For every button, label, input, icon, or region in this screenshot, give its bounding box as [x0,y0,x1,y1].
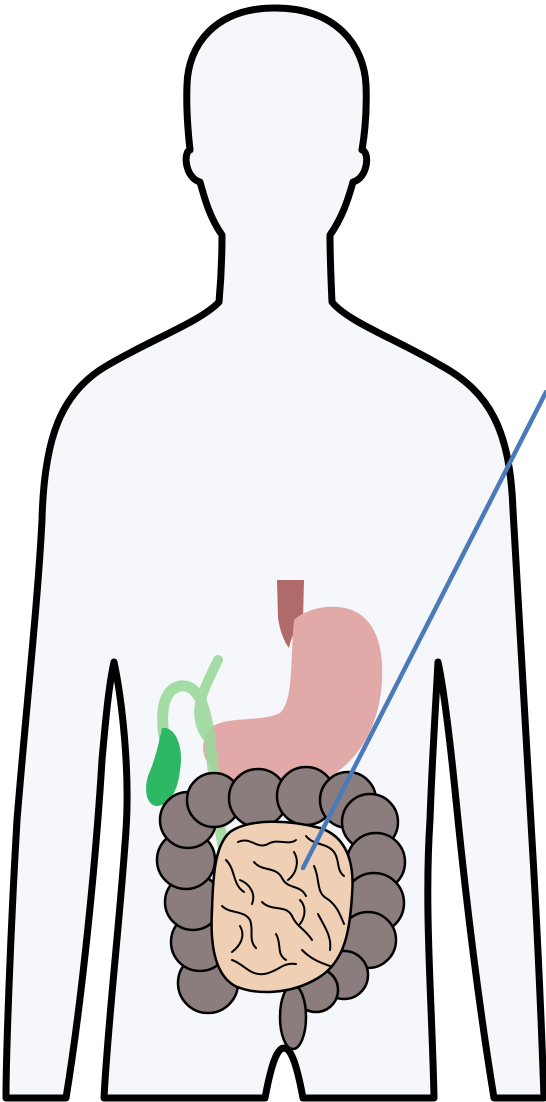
small-intestine [212,822,353,992]
colon-segment [280,985,306,1049]
